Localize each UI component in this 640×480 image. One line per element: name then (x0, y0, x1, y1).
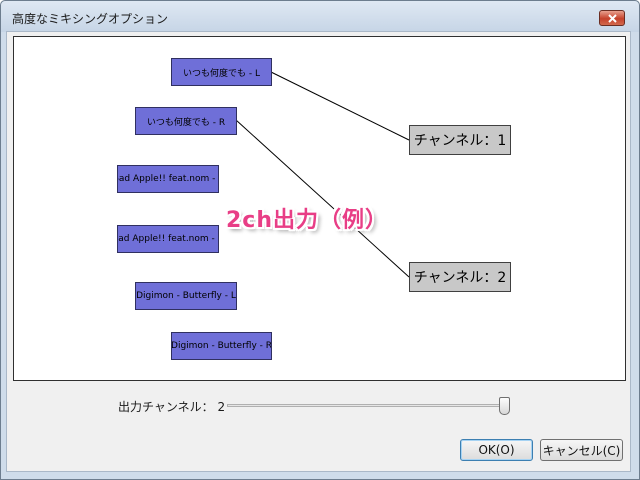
slider-thumb[interactable] (499, 397, 510, 415)
connection-lines (235, 71, 410, 278)
source-box[interactable]: Bad Apple!! feat.nom - R (117, 225, 219, 253)
channel-box[interactable]: チャンネル：1 (409, 125, 511, 155)
cancel-button[interactable]: キャンセル(C) (540, 439, 623, 461)
channel-box[interactable]: チャンネル：2 (409, 262, 511, 292)
source-box[interactable]: いつも何度でも - R (135, 107, 237, 135)
output-channels-label-text: 出力チャンネル： (118, 400, 214, 414)
overlay-caption: 2ch出力（例） (226, 208, 389, 233)
ok-button[interactable]: OK(O) (460, 439, 533, 461)
output-channels-value: 2 (217, 400, 226, 414)
output-channels-slider[interactable] (227, 404, 509, 407)
close-icon (608, 14, 617, 23)
title-bar[interactable]: 高度なミキシングオプション (1, 1, 639, 32)
close-button[interactable] (599, 10, 625, 26)
connection-line-1 (270, 71, 410, 141)
source-box[interactable]: Bad Apple!! feat.nom - L (117, 165, 219, 193)
window-title: 高度なミキシングオプション (12, 12, 169, 26)
source-box[interactable]: Digimon - Butterfly - L (135, 282, 237, 310)
connection-line-2 (235, 119, 410, 278)
mixing-canvas[interactable]: いつも何度でも - L いつも何度でも - R Bad Apple!! feat… (13, 36, 626, 381)
source-box[interactable]: Digimon - Butterfly - R (171, 332, 272, 360)
source-box[interactable]: いつも何度でも - L (171, 58, 272, 86)
output-channels-label: 出力チャンネル： 2 (118, 398, 225, 415)
